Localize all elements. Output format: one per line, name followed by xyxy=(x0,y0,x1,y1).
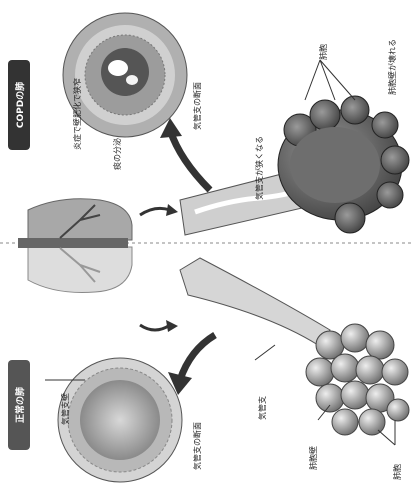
normal-label-alveolar-wall: 肺胞壁 xyxy=(308,446,318,470)
lungs-silhouette xyxy=(18,199,132,293)
copd-label-phlegm: 痰の分泌 xyxy=(112,138,122,170)
normal-badge-label: 正常の肺 xyxy=(14,387,26,423)
normal-alveoli-cluster xyxy=(306,324,409,435)
normal-label-bronchus: 気管支 xyxy=(257,396,267,420)
normal-bronchus-cross-section xyxy=(58,358,182,482)
normal-bronchus xyxy=(180,258,330,345)
copd-label-bronchus-narrow: 気管支が狭くなる xyxy=(254,136,264,200)
normal-label-bronchus-section: 気管支の断面 xyxy=(192,422,202,470)
copd-small-arrow xyxy=(140,208,170,215)
normal-label-alveoli: 肺胞 xyxy=(392,464,402,480)
copd-alveoli-pointer xyxy=(305,60,355,100)
copd-enlarged-alveoli xyxy=(278,96,409,233)
copd-label-inflammation: 炎症で壁肥化で狭窄 xyxy=(72,78,82,150)
copd-badge-label: COPDの肺 xyxy=(14,82,26,128)
copd-curved-arrow xyxy=(170,130,210,190)
copd-label-alveoli: 肺胞 xyxy=(318,44,328,60)
normal-label-bronchial-wall: 気管支壁 xyxy=(60,393,70,425)
normal-small-arrow xyxy=(140,325,170,330)
copd-label-alveolar-wall-broken: 肺胞壁が壊れる xyxy=(387,39,397,95)
normal-curved-arrow xyxy=(180,335,215,380)
copd-label-bronchus-section: 気管支の断面 xyxy=(192,82,202,130)
